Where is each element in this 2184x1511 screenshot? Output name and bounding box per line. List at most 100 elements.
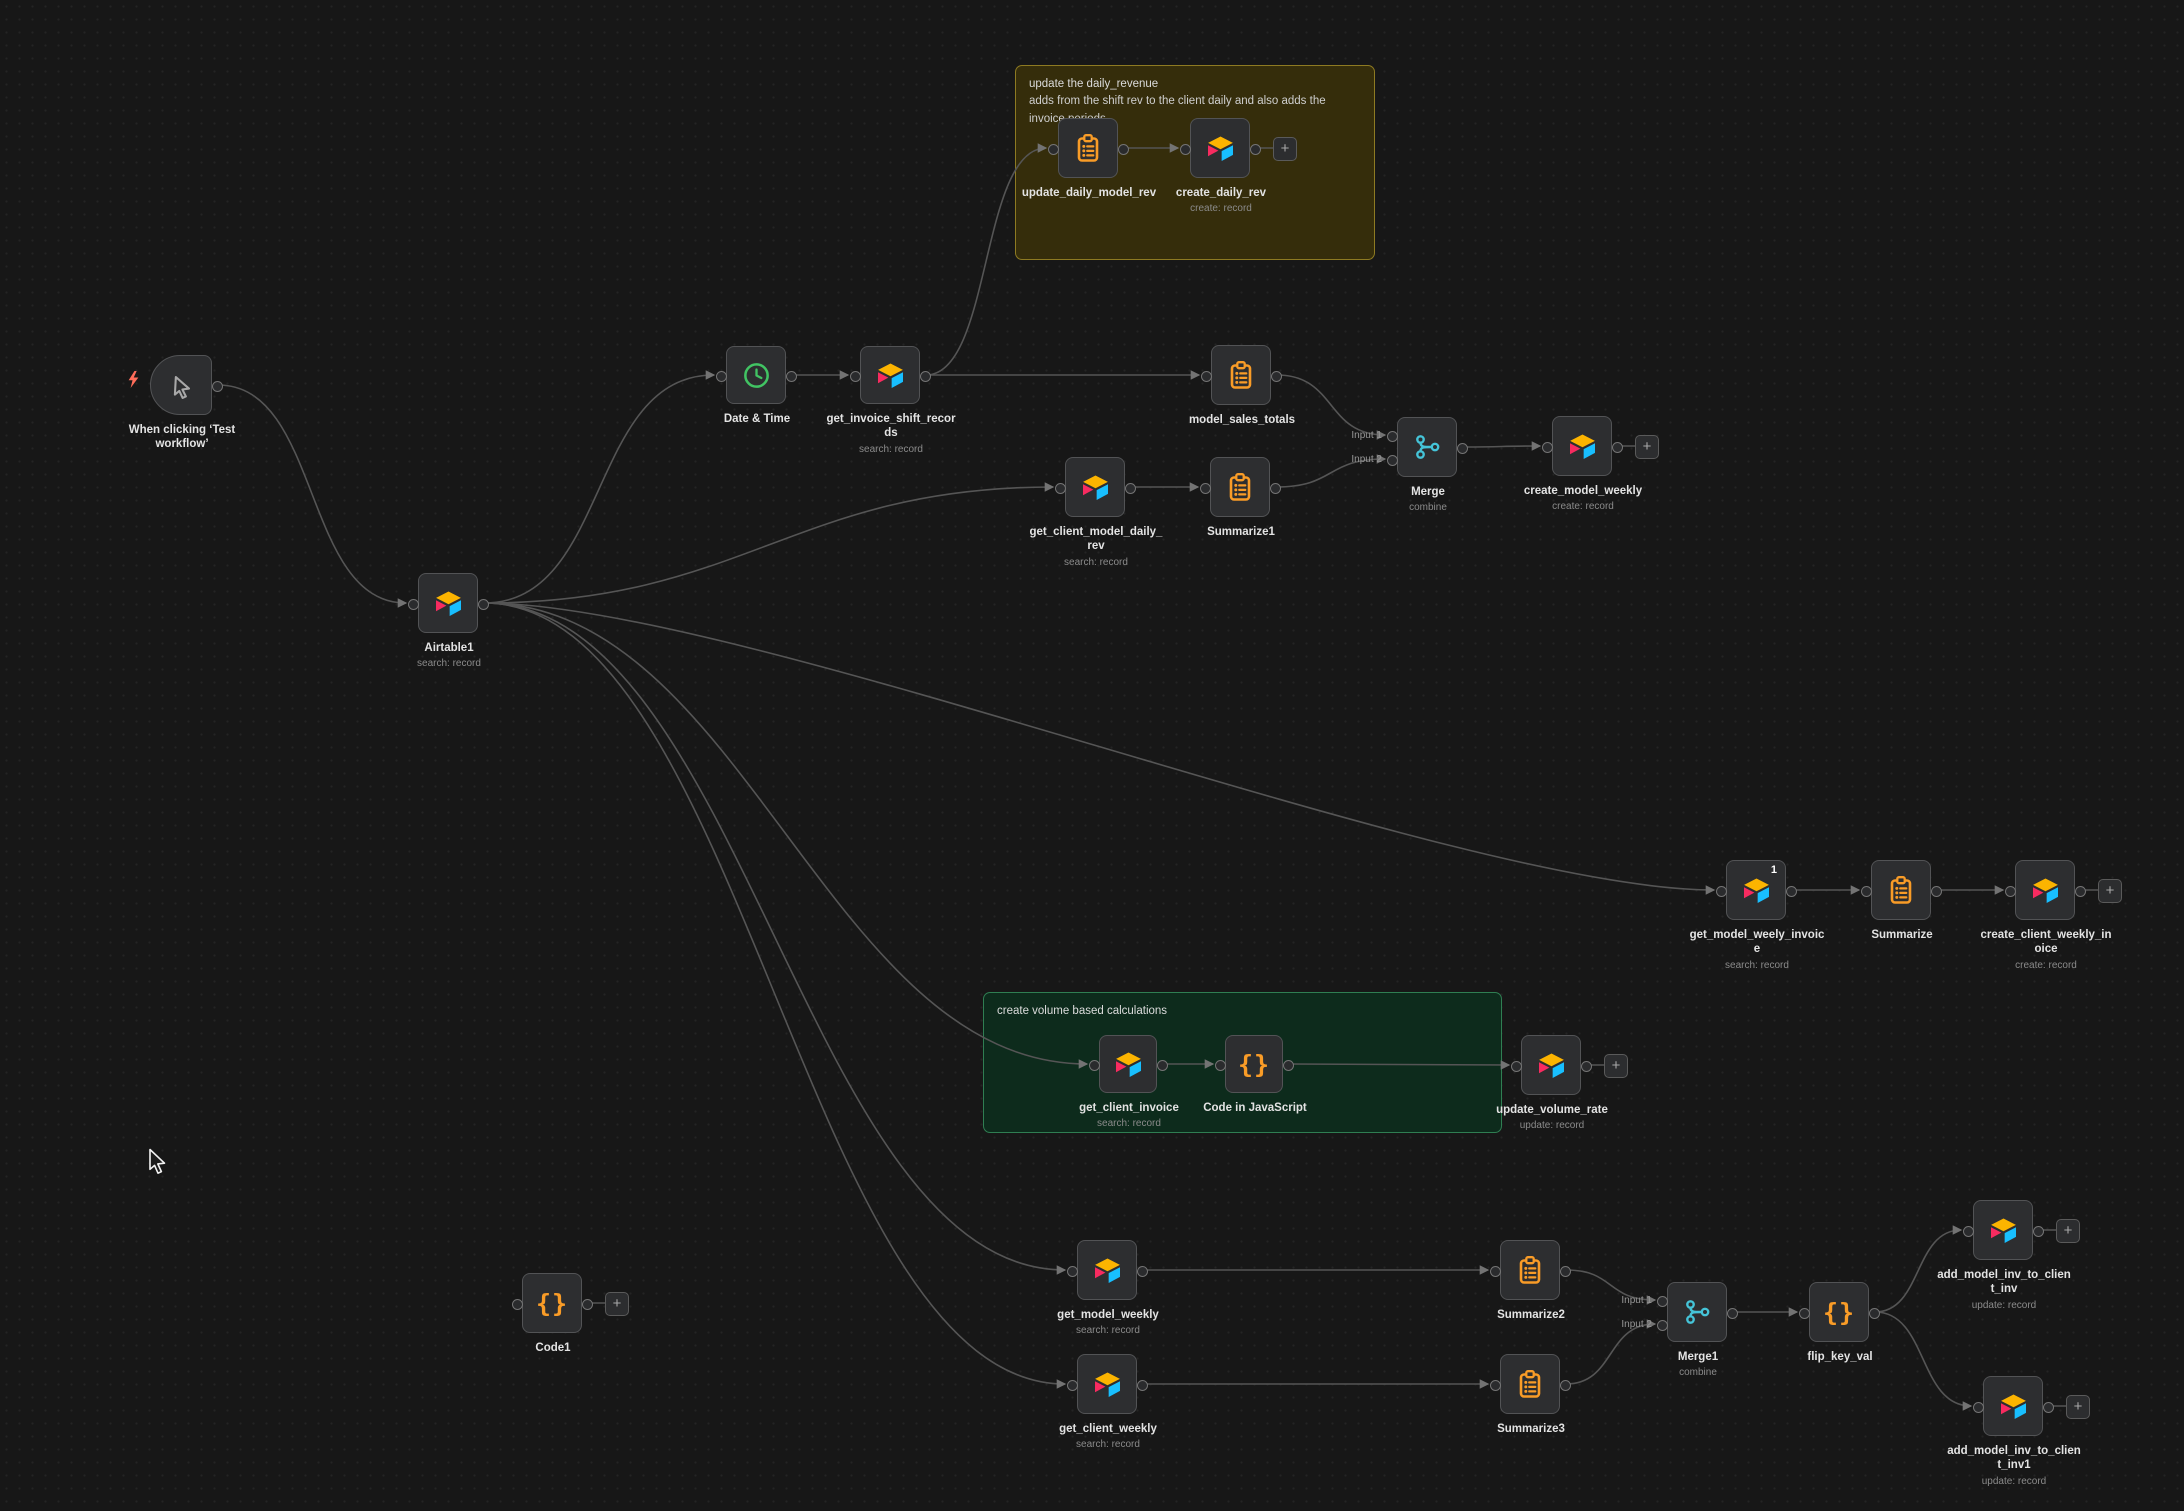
input-port[interactable] [1066, 1265, 1078, 1277]
add-node-plus-button[interactable]: + [2066, 1395, 2090, 1419]
node-subtitle: update: record [1519, 1120, 1585, 1132]
node-flip-key-val[interactable]: {}flip_key_val [1798, 1282, 1880, 1363]
input-port[interactable] [1066, 1379, 1078, 1391]
input-port[interactable] [1199, 482, 1211, 494]
input-port[interactable] [1541, 441, 1553, 453]
input-port[interactable] [1510, 1060, 1522, 1072]
output-port[interactable] [1270, 370, 1282, 382]
output-port[interactable] [1456, 442, 1468, 454]
input-port[interactable] [849, 370, 861, 382]
add-node-plus-button[interactable]: + [2056, 1219, 2080, 1243]
input-port[interactable] [1489, 1265, 1501, 1277]
output-port[interactable] [2032, 1225, 2044, 1237]
node-label: get_invoice_shift_records [826, 413, 956, 440]
output-port[interactable] [2074, 885, 2086, 897]
node-subtitle: search: record [417, 658, 481, 670]
output-port[interactable] [1136, 1265, 1148, 1277]
output-port[interactable] [1124, 482, 1136, 494]
node-label: get_model_weely_invoice [1689, 929, 1825, 956]
node-summarize2[interactable]: Summarize2 [1489, 1240, 1571, 1321]
input-port[interactable] [1962, 1225, 1974, 1237]
input-port-1[interactable] [1386, 430, 1398, 442]
airtable-icon [1092, 1369, 1123, 1400]
node-model-sales-totals[interactable]: model_sales_totals [1189, 345, 1295, 426]
output-port[interactable] [1136, 1379, 1148, 1391]
output-port[interactable] [1785, 885, 1797, 897]
output-port[interactable] [919, 370, 931, 382]
add-node-plus-button[interactable]: + [1273, 137, 1297, 161]
input-port[interactable] [1088, 1059, 1100, 1071]
output-port[interactable] [1559, 1265, 1571, 1277]
add-node-plus-button[interactable]: + [605, 1292, 629, 1316]
output-port[interactable] [1868, 1307, 1880, 1319]
input-port-label: Input 1 [1621, 1294, 1652, 1306]
input-port[interactable] [1489, 1379, 1501, 1391]
output-port[interactable] [785, 370, 797, 382]
output-port[interactable] [1930, 885, 1942, 897]
node-code-in-javascript[interactable]: {}Code in JavaScript [1203, 1035, 1307, 1114]
output-port[interactable] [477, 598, 489, 610]
input-port[interactable] [715, 370, 727, 382]
node-summarize[interactable]: Summarize [1860, 860, 1942, 941]
input-port[interactable] [1179, 143, 1191, 155]
node-label: add_model_inv_to_client_inv [1937, 1269, 2071, 1296]
output-port[interactable] [1559, 1379, 1571, 1391]
node-summarize1[interactable]: Summarize1 [1199, 457, 1281, 538]
node-label: Code in JavaScript [1203, 1102, 1307, 1114]
output-port[interactable] [1726, 1307, 1738, 1319]
input-port[interactable] [1860, 885, 1872, 897]
output-port[interactable] [1156, 1059, 1168, 1071]
input-port[interactable] [1200, 370, 1212, 382]
input-port[interactable] [511, 1298, 523, 1310]
input-port[interactable] [1214, 1059, 1226, 1071]
input-port[interactable] [1047, 143, 1059, 155]
output-port[interactable] [1282, 1059, 1294, 1071]
node-when-clicking-test-workflow[interactable]: When clicking ‘Test workflow’ [128, 355, 235, 450]
output-port[interactable] [581, 1298, 593, 1310]
node-update-daily-model-rev[interactable]: update_daily_model_rev [1022, 118, 1156, 199]
input-port-1[interactable] [1656, 1295, 1668, 1307]
node-date-time[interactable]: Date & Time [715, 346, 797, 425]
input-port[interactable] [1972, 1401, 1984, 1413]
output-port[interactable] [1249, 143, 1261, 155]
input-port-2[interactable] [1656, 1319, 1668, 1331]
merge-icon [1681, 1296, 1713, 1328]
input-port[interactable] [1715, 885, 1727, 897]
output-port[interactable] [1580, 1060, 1592, 1072]
trigger-bolt-icon [127, 371, 140, 393]
airtable-icon [1998, 1391, 2029, 1422]
output-port[interactable] [1611, 441, 1623, 453]
airtable-icon [1536, 1050, 1567, 1081]
input-port[interactable] [1798, 1307, 1810, 1319]
output-port[interactable] [211, 380, 223, 392]
input-port[interactable] [1054, 482, 1066, 494]
input-port-2[interactable] [1386, 454, 1398, 466]
node-summarize3[interactable]: Summarize3 [1489, 1354, 1571, 1435]
output-port[interactable] [1117, 143, 1129, 155]
input-port[interactable] [2004, 885, 2016, 897]
input-port[interactable] [407, 598, 419, 610]
add-node-plus-button[interactable]: + [2098, 879, 2122, 903]
output-port[interactable] [2042, 1401, 2054, 1413]
output-port[interactable] [1269, 482, 1281, 494]
add-node-plus-button[interactable]: + [1635, 435, 1659, 459]
node-labelbox: flip_key_val [1772, 1350, 1908, 1364]
add-node-plus-button[interactable]: + [1604, 1054, 1628, 1078]
node-code1[interactable]: {}+Code1 [511, 1273, 629, 1354]
